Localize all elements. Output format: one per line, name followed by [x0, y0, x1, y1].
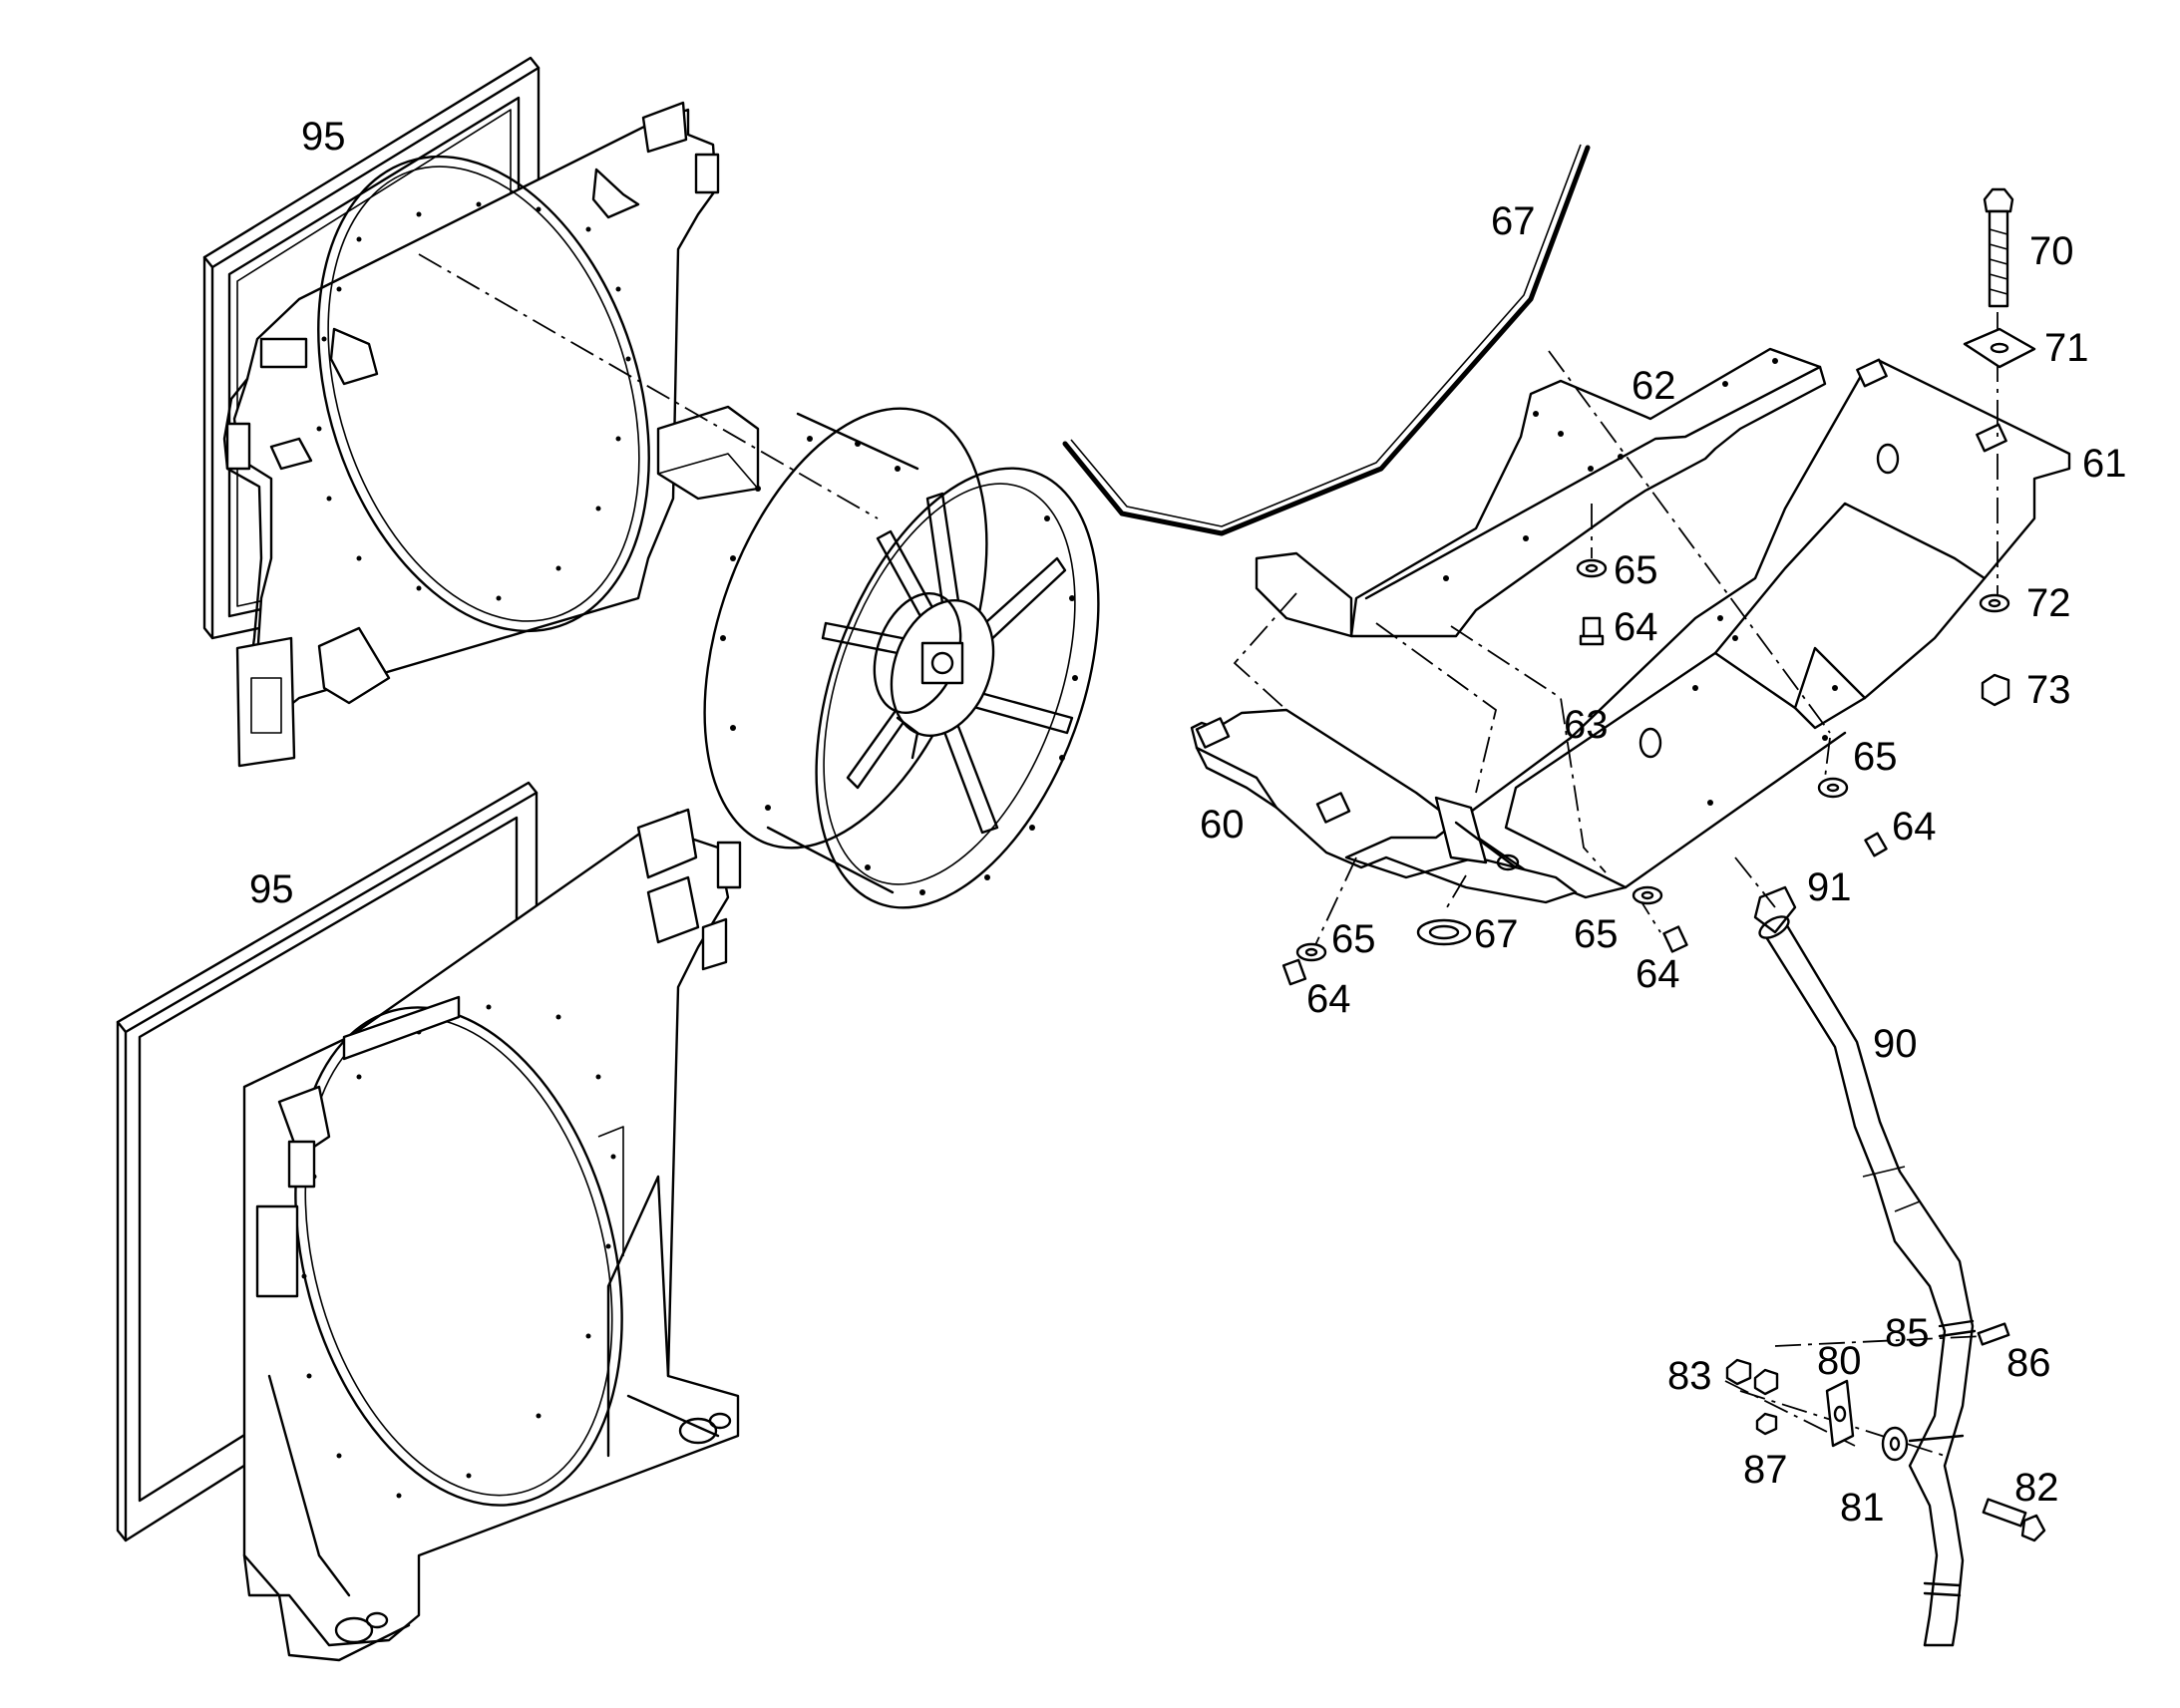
fastener-70-bolt [1983, 187, 2014, 308]
nut-73 [1981, 673, 2010, 707]
bolt-64-top [1579, 616, 1605, 646]
label-67-lower: 67 [1474, 912, 1519, 956]
washer-81 [1881, 1426, 1909, 1462]
label-72: 72 [2026, 581, 2071, 625]
edge-trim-67 [1062, 144, 1591, 536]
label-64-top: 64 [1614, 605, 1658, 649]
nut-87 [1755, 1412, 1778, 1436]
fan-assembly [703, 407, 1100, 909]
washer-65-mid [1632, 885, 1663, 905]
label-65-mid: 65 [1574, 912, 1619, 956]
label-81: 81 [1840, 1486, 1885, 1530]
upper-fan-shroud [222, 101, 760, 768]
label-83: 83 [1667, 1354, 1712, 1398]
bolt-64-left [1281, 958, 1307, 986]
label-65-right: 65 [1853, 735, 1898, 779]
washer-72 [1979, 593, 2010, 613]
bolt-64-right [1864, 832, 1888, 857]
bolt-82 [1982, 1498, 2046, 1542]
label-62: 62 [1632, 364, 1676, 408]
label-64-mid: 64 [1635, 952, 1680, 996]
nut-83 [1725, 1358, 1779, 1396]
label-70: 70 [2029, 229, 2074, 273]
label-71: 71 [2044, 326, 2089, 370]
label-85: 85 [1885, 1311, 1930, 1355]
label-61: 61 [2082, 442, 2127, 486]
clamp-85 [1938, 1329, 1977, 1338]
label-95-lower: 95 [249, 867, 294, 911]
label-64-left: 64 [1306, 977, 1351, 1021]
label-65-top: 65 [1614, 548, 1658, 592]
label-65-left: 65 [1331, 917, 1376, 961]
label-64-right: 64 [1892, 805, 1937, 849]
label-91: 91 [1807, 865, 1852, 909]
label-87: 87 [1743, 1448, 1788, 1492]
label-90: 90 [1873, 1022, 1918, 1066]
label-80: 80 [1817, 1339, 1862, 1383]
hose-90 [1758, 915, 1975, 1647]
label-95-upper: 95 [301, 115, 346, 159]
label-73: 73 [2026, 668, 2071, 712]
label-63: 63 [1564, 703, 1609, 747]
plate-60-63 [1190, 551, 1578, 904]
label-82: 82 [2014, 1466, 2059, 1510]
cover-61 [1454, 358, 2071, 899]
washer-65-right [1817, 777, 1849, 799]
bolt-86 [1977, 1322, 2010, 1346]
label-67-top: 67 [1491, 199, 1536, 243]
washer-67-lower [1416, 918, 1472, 946]
bracket-80 [1825, 1379, 1855, 1448]
washer-65-left [1295, 942, 1327, 962]
washer-65-top [1576, 558, 1608, 578]
part-labels: 95 95 67 62 70 71 61 65 64 72 73 63 65 6… [249, 115, 2127, 1530]
bracket-62 [1349, 347, 1827, 638]
clamp-91 [1753, 885, 1797, 934]
bolt-64-mid [1662, 925, 1688, 953]
label-60: 60 [1200, 803, 1245, 847]
washer-71 [1963, 327, 2036, 369]
lower-fan-shroud [242, 808, 742, 1662]
label-86: 86 [2006, 1341, 2051, 1385]
